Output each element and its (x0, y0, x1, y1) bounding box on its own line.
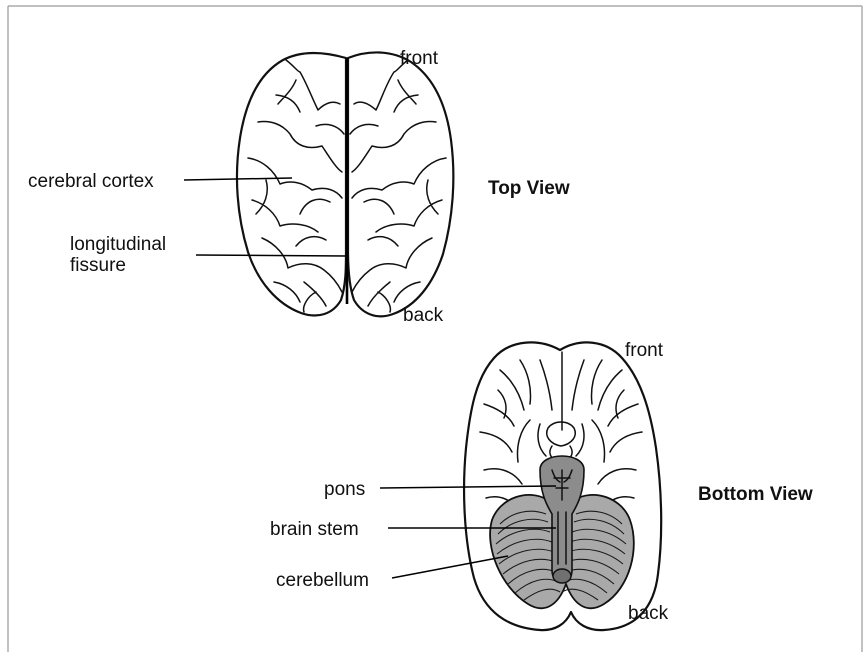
longitudinal-fissure-label: longitudinal fissure (70, 234, 171, 276)
bottom-front-label: front (625, 340, 664, 361)
pons-label: pons (324, 479, 365, 500)
top-front-label: front (400, 48, 439, 69)
cerebellum-label: cerebellum (276, 570, 369, 591)
longitudinal-fissure-line1: longitudinal (70, 234, 166, 255)
top-view-title: Top View (488, 178, 570, 199)
left-hemisphere (237, 53, 346, 315)
longitudinal-fissure-leader (196, 255, 347, 256)
bottom-back-label: back (628, 603, 669, 624)
right-hemisphere (348, 52, 453, 316)
top-back-label: back (403, 305, 444, 326)
medulla-end (553, 569, 571, 583)
top-view-brain (237, 52, 453, 316)
brain-stem-label: brain stem (270, 519, 359, 540)
longitudinal-fissure-line2: fissure (70, 255, 126, 276)
cerebral-cortex-label: cerebral cortex (28, 171, 154, 192)
bottom-view-title: Bottom View (698, 484, 813, 505)
